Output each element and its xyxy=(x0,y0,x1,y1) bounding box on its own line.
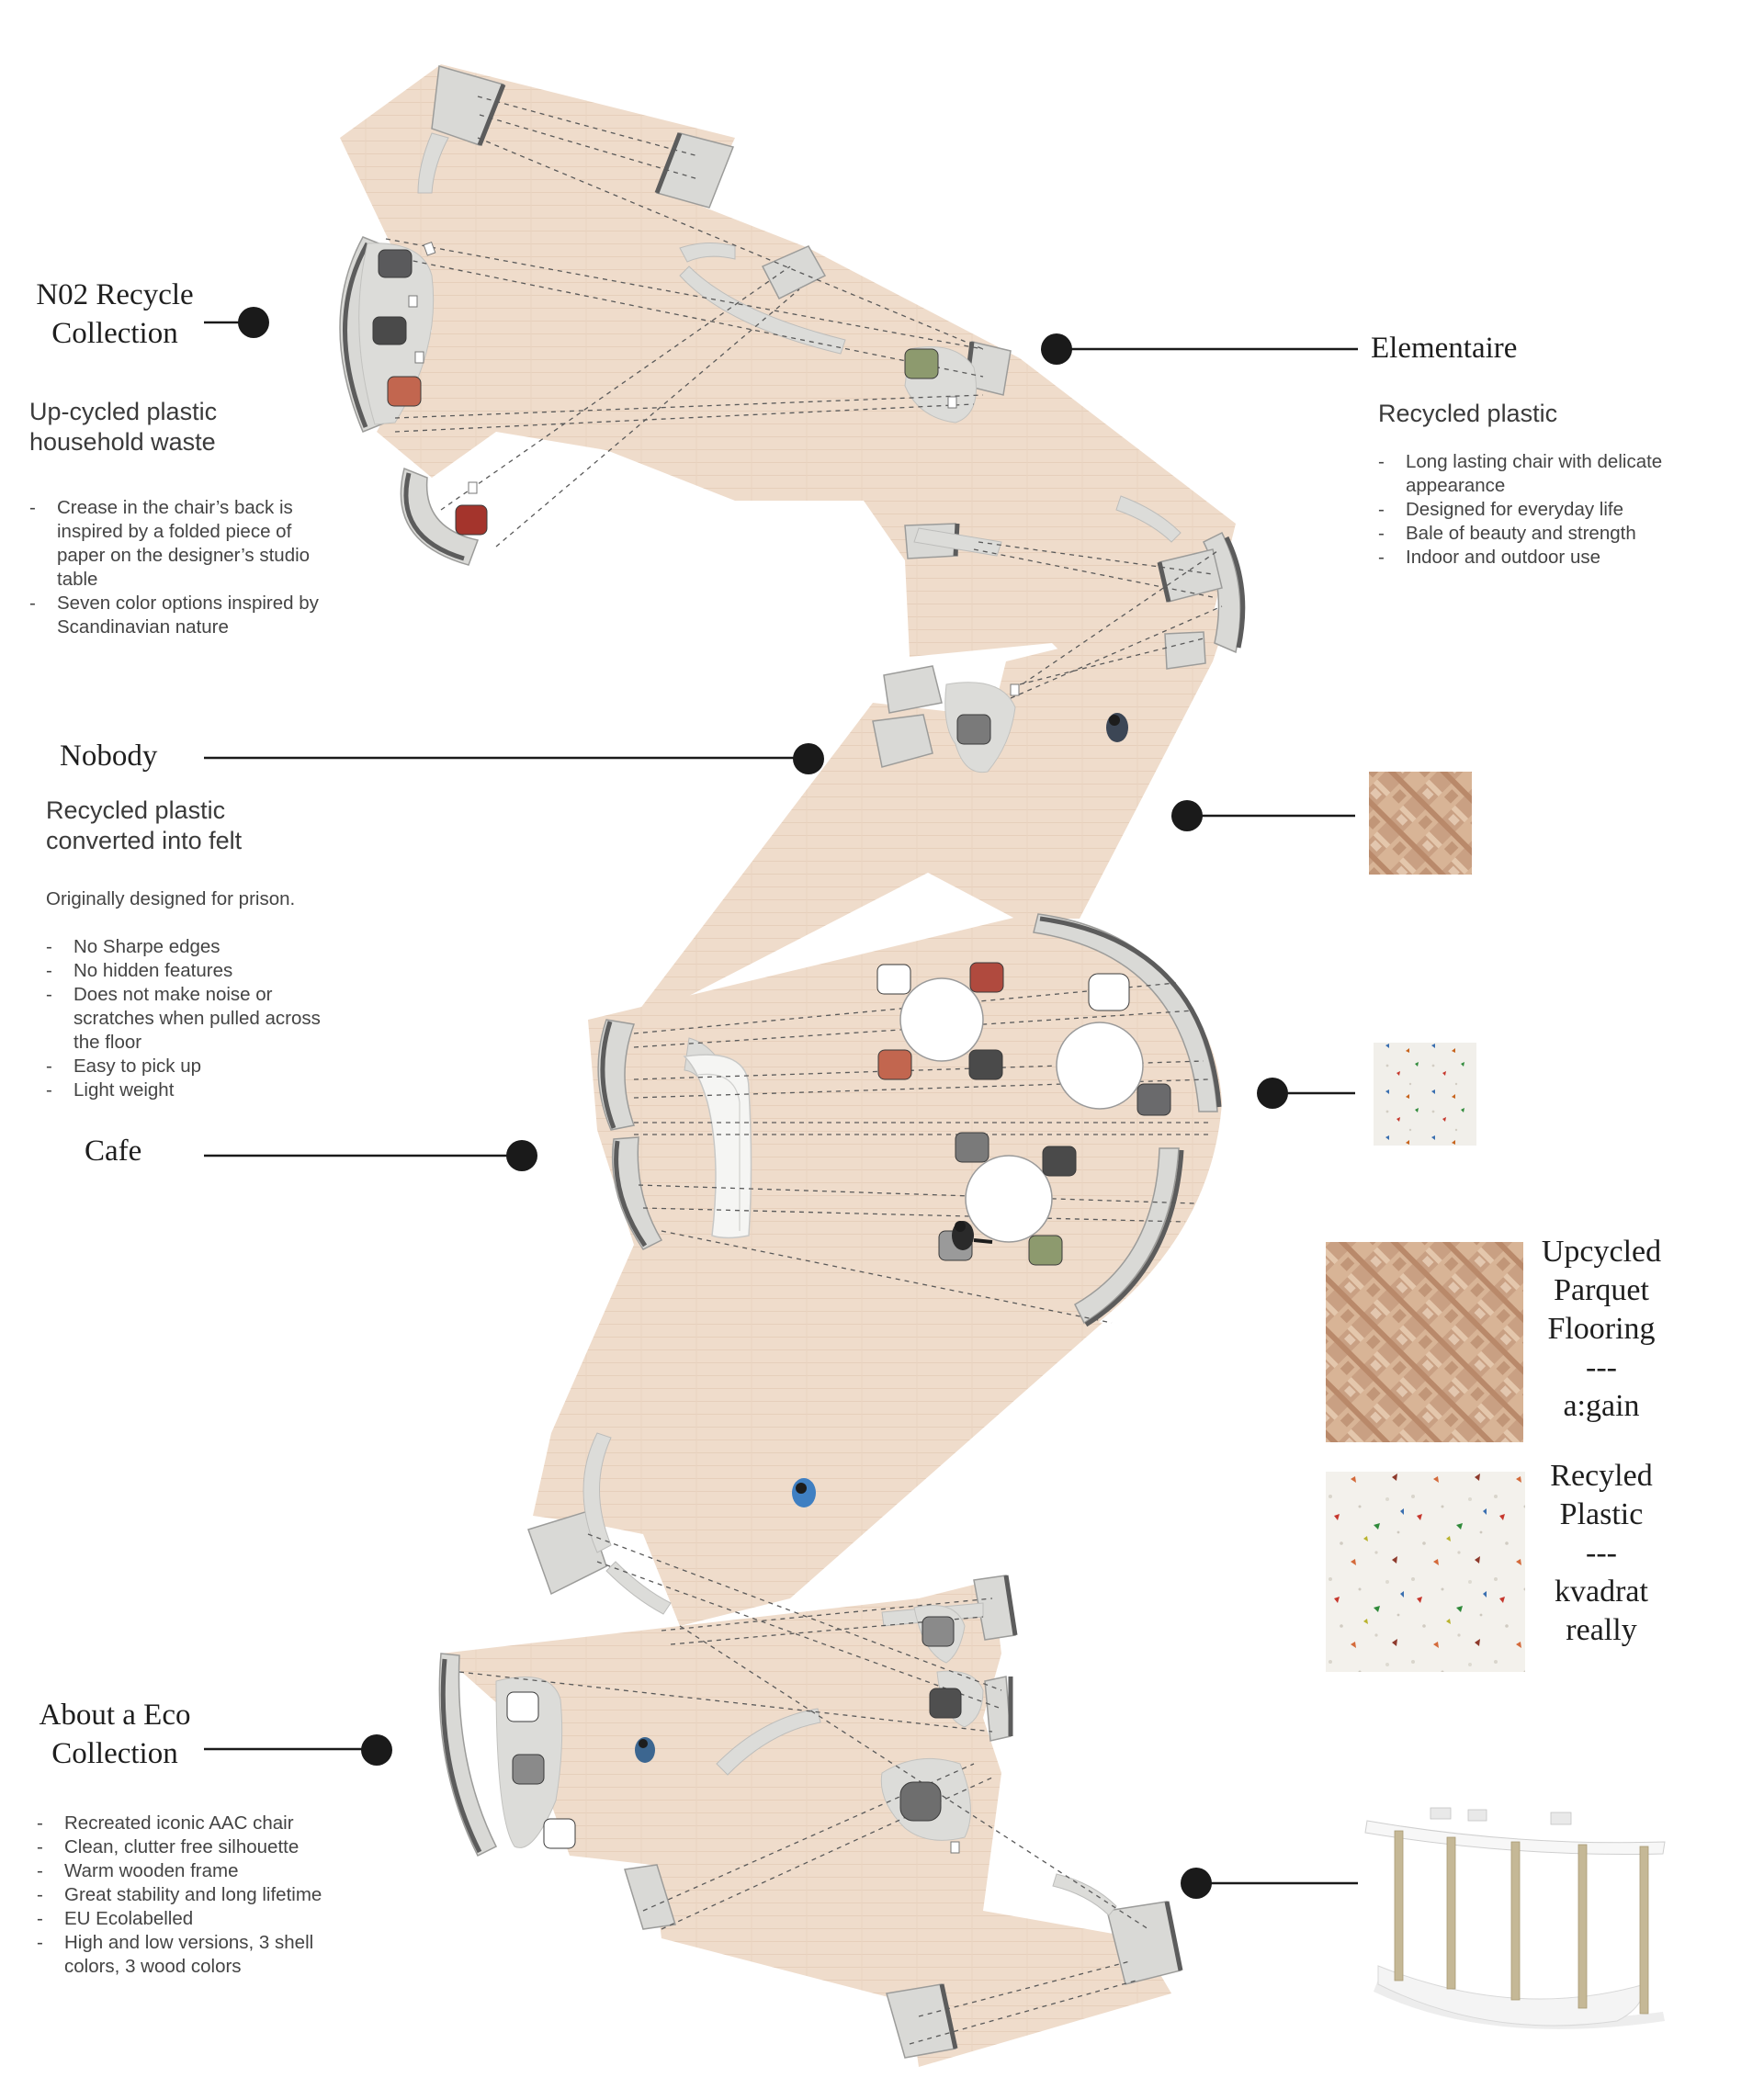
plastic-label-line1: Recyled xyxy=(1550,1459,1653,1493)
leader-dots xyxy=(238,307,1288,1899)
eco-bullet-6: High and low versions, 3 shell colors, 3… xyxy=(37,1931,368,1979)
dot-shelf xyxy=(1181,1868,1212,1899)
nobody-subtitle-line1: Recycled plastic xyxy=(46,796,226,824)
cafe-counter xyxy=(683,1054,752,1239)
parquet-label-line3: Flooring xyxy=(1547,1312,1656,1346)
n02-title-line2: Collection xyxy=(51,317,178,350)
eco-bullet-3: Warm wooden frame xyxy=(37,1859,368,1883)
eco-bullet-5: EU Ecolabelled xyxy=(37,1907,368,1931)
elementaire-title: Elementaire xyxy=(1371,332,1518,365)
dot-cafe xyxy=(506,1140,537,1171)
eco-bullet-1: Recreated iconic AAC chair xyxy=(37,1812,368,1835)
n02-subtitle-line1: Up-cycled plastic xyxy=(29,398,218,425)
plastic-label: Recyled Plastic --- kvadrat really xyxy=(1496,1457,1707,1650)
elementaire-bullet-3: Bale of beauty and strength xyxy=(1378,522,1746,546)
nobody-subtitle: Recycled plastic converted into felt xyxy=(46,796,242,856)
eco-details: Recreated iconic AAC chair Clean, clutte… xyxy=(37,1812,368,1979)
plastic-label-line2: Plastic xyxy=(1559,1497,1644,1531)
chairs xyxy=(372,249,1171,1849)
dot-parquet xyxy=(1171,800,1203,831)
parquet-label: Upcycled Parquet Flooring --- a:gain xyxy=(1496,1233,1707,1426)
elementaire-bullet-1: Long lasting chair with delicate appeara… xyxy=(1378,450,1746,498)
dot-elementaire xyxy=(1041,333,1072,365)
shelf-render xyxy=(1364,1807,1666,2029)
elementaire-subtitle: Recycled plastic xyxy=(1378,400,1558,427)
parquet-label-line5: a:gain xyxy=(1563,1389,1640,1423)
dot-terrazzo xyxy=(1257,1078,1288,1109)
eco-title-line2: Collection xyxy=(51,1737,178,1770)
n02-title-line1: N02 Recycle xyxy=(36,278,194,311)
nobody-note: Originally designed for prison. xyxy=(46,888,296,909)
chair-tags xyxy=(408,242,1020,1854)
person-3 xyxy=(792,1478,816,1507)
dot-n02 xyxy=(238,307,269,338)
n02-bullet-1: Crease in the chair’s back is inspired b… xyxy=(29,496,333,592)
eco-bullet-2: Clean, clutter free silhouette xyxy=(37,1835,368,1859)
parquet-label-line1: Upcycled xyxy=(1541,1235,1662,1269)
nobody-bullet-5: Light weight xyxy=(46,1078,349,1102)
people xyxy=(635,713,1128,1763)
person-4 xyxy=(635,1737,655,1763)
wall-edges xyxy=(343,84,1246,2049)
person-2 xyxy=(952,1221,993,1250)
dot-eco xyxy=(361,1734,392,1766)
nobody-title: Nobody xyxy=(60,740,158,773)
nobody-details: No Sharpe edges No hidden features Does … xyxy=(46,935,349,1102)
parquet-swatch-small xyxy=(1369,772,1472,875)
cafe-title: Cafe xyxy=(85,1135,142,1168)
n02-bullet-2: Seven color options inspired by Scandina… xyxy=(29,592,333,639)
nobody-bullet-2: No hidden features xyxy=(46,959,349,983)
elementaire-details: Long lasting chair with delicate appeara… xyxy=(1378,450,1746,570)
nobody-bullet-3: Does not make noise or scratches when pu… xyxy=(46,983,349,1055)
parquet-label-line2: Parquet xyxy=(1554,1273,1649,1307)
eco-title-line1: About a Eco xyxy=(39,1699,191,1732)
plastic-label-line3: --- xyxy=(1586,1536,1617,1570)
eco-title: About a Eco Collection xyxy=(28,1696,202,1773)
sightlines xyxy=(385,96,1223,2045)
nobody-bullet-1: No Sharpe edges xyxy=(46,935,349,959)
terrazzo-swatch-small xyxy=(1374,1043,1476,1146)
cafe-tables xyxy=(899,977,1144,1243)
n02-subtitle-line2: household waste xyxy=(29,428,216,456)
parquet-label-line4: --- xyxy=(1586,1350,1617,1384)
dot-nobody xyxy=(793,743,824,774)
plastic-label-line5: really xyxy=(1566,1613,1637,1647)
eco-bullet-4: Great stability and long lifetime xyxy=(37,1883,368,1907)
n02-subtitle: Up-cycled plastic household waste xyxy=(29,397,217,457)
person-1 xyxy=(1106,713,1128,742)
elementaire-bullet-4: Indoor and outdoor use xyxy=(1378,546,1746,570)
terrazzo-swatch-large xyxy=(1326,1472,1525,1672)
nobody-bullet-4: Easy to pick up xyxy=(46,1055,349,1078)
n02-title: N02 Recycle Collection xyxy=(28,276,202,353)
elementaire-bullet-2: Designed for everyday life xyxy=(1378,498,1746,522)
leader-lines xyxy=(204,321,1358,1885)
plastic-label-line4: kvadrat xyxy=(1555,1575,1648,1609)
parquet-swatch-large xyxy=(1326,1242,1523,1442)
n02-details: Crease in the chair’s back is inspired b… xyxy=(29,496,333,639)
nobody-subtitle-line2: converted into felt xyxy=(46,827,243,854)
